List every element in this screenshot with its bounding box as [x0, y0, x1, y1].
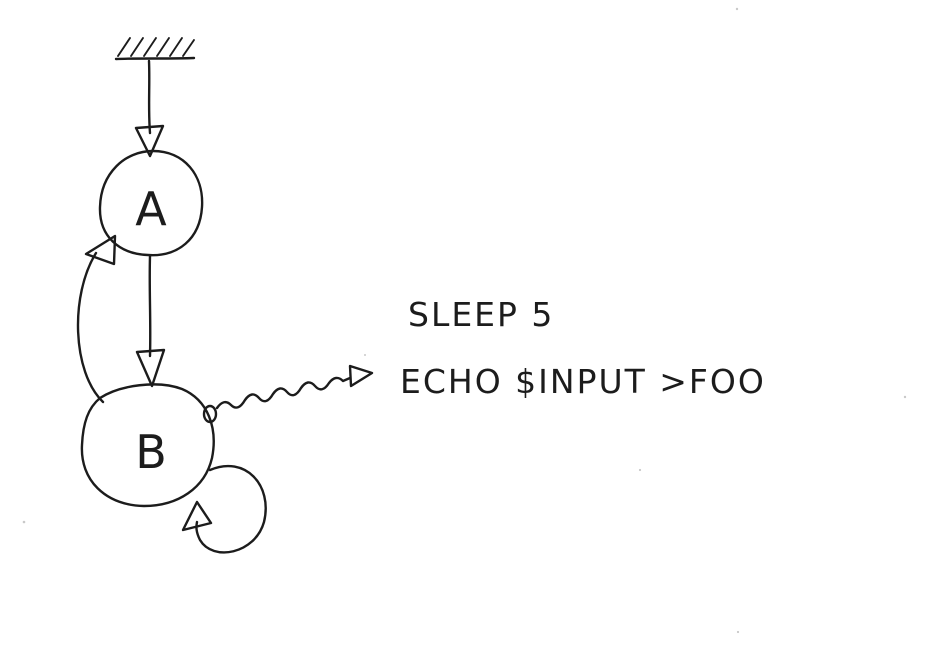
- transition-b-to-a: [76, 234, 117, 404]
- action-line-sleep: SLEEP 5: [408, 295, 554, 334]
- action-block: SLEEP 5 ECHO $INPUT >FOO: [400, 295, 766, 401]
- initial-transition-arrow: [134, 59, 165, 158]
- state-a-label: A: [135, 182, 167, 236]
- start-marker: [114, 37, 196, 61]
- self-loop-b: [181, 464, 267, 554]
- scan-specks: [22, 7, 907, 634]
- action-trigger-arrow: [202, 364, 374, 424]
- transition-a-to-b: [135, 254, 166, 388]
- state-a: A: [98, 149, 204, 257]
- action-line-echo: ECHO $INPUT >FOO: [400, 362, 766, 401]
- state-b-label: B: [135, 425, 167, 479]
- state-b: B: [80, 383, 215, 508]
